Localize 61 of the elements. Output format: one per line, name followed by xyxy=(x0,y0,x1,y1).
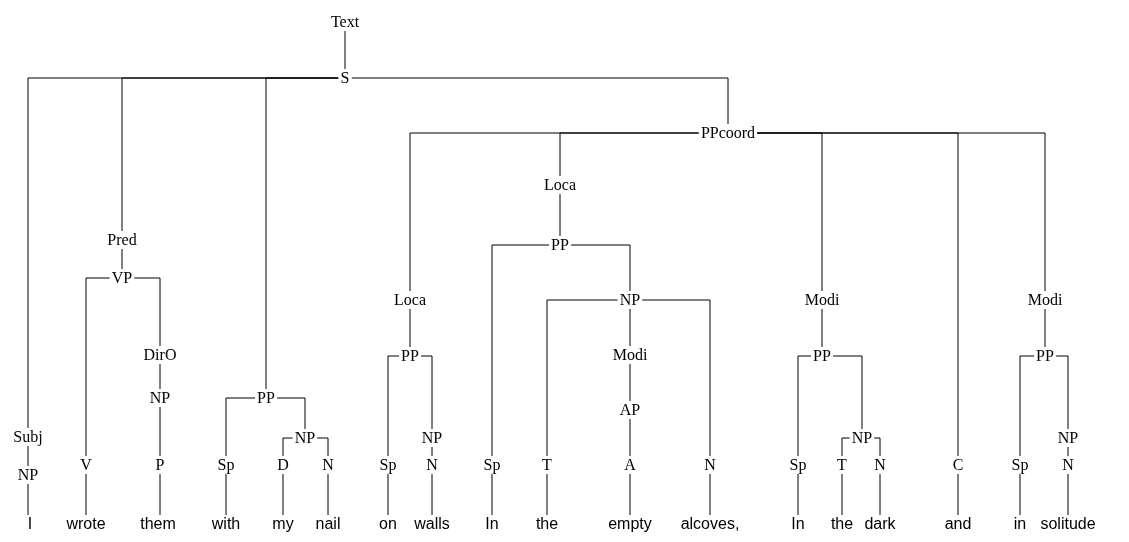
tree-branch-line xyxy=(276,397,306,430)
tree-branch-line xyxy=(409,308,411,348)
tree-branch-line xyxy=(1019,473,1021,516)
tree-branch-line xyxy=(327,473,329,516)
tree-branch-line xyxy=(873,437,881,457)
tree-branch-line xyxy=(282,473,284,516)
tree-branch-line xyxy=(641,299,711,457)
tree-branch-line xyxy=(27,445,29,467)
category-label: Sp xyxy=(787,456,809,474)
tree-branch-line xyxy=(559,193,561,237)
tree-branch-line xyxy=(85,473,87,516)
tree-branch-line xyxy=(1067,446,1069,457)
tree-branch-line xyxy=(387,355,400,457)
tree-branch-line xyxy=(570,244,631,292)
category-label: Subj xyxy=(11,428,45,446)
tree-branch-line xyxy=(85,277,111,457)
category-label: Sp xyxy=(1009,456,1031,474)
tree-branch-line xyxy=(841,437,851,457)
tree-branch-line xyxy=(159,473,161,516)
tree-branch-line xyxy=(225,397,256,457)
tree-branch-line xyxy=(629,363,631,402)
tree-branch-line xyxy=(797,473,799,516)
tree-branch-line xyxy=(1067,473,1069,516)
category-label: Sp xyxy=(377,456,399,474)
tree-branch-line xyxy=(420,355,433,430)
category-label: Sp xyxy=(215,456,237,474)
tree-branch-line xyxy=(841,473,843,516)
category-label: Sp xyxy=(481,456,503,474)
tree-branch-line xyxy=(350,77,729,125)
tree-branch-line xyxy=(957,473,959,516)
tree-branch-line xyxy=(431,473,433,516)
tree-branch-line xyxy=(133,277,161,347)
tree-branch-line xyxy=(431,446,433,457)
tree-branch-line xyxy=(491,244,550,457)
tree-branch-line xyxy=(282,437,294,457)
tree-branch-line xyxy=(1044,308,1046,348)
tree-branch-line xyxy=(879,473,881,516)
tree-branch-line xyxy=(546,473,548,516)
word: empty xyxy=(606,515,654,533)
tree-branch-line xyxy=(159,363,161,390)
tree-branch-line xyxy=(265,77,340,390)
tree-branch-line xyxy=(491,473,493,516)
tree-branch-line xyxy=(629,418,631,457)
tree-branch-line xyxy=(797,355,812,457)
tree-branch-line xyxy=(709,473,711,516)
tree-branch-line xyxy=(1019,355,1035,457)
tree-branch-line xyxy=(756,132,1046,292)
tree-branch-line xyxy=(344,30,346,70)
tree-branch-line xyxy=(1055,355,1069,430)
tree-branch-line xyxy=(629,473,631,516)
tree-branch-line xyxy=(121,248,123,270)
tree-branch-line xyxy=(387,473,389,516)
tree-branch-line xyxy=(27,483,29,516)
tree-branch-line xyxy=(559,132,700,177)
tree-branch-line xyxy=(225,473,227,516)
tree-branch-line xyxy=(546,299,619,457)
tree-branch-line xyxy=(316,437,329,457)
tree-branch-line xyxy=(159,406,161,457)
tree-branch-line xyxy=(821,308,823,348)
tree-branch-line xyxy=(629,308,631,347)
tree-branch-line xyxy=(832,355,863,430)
